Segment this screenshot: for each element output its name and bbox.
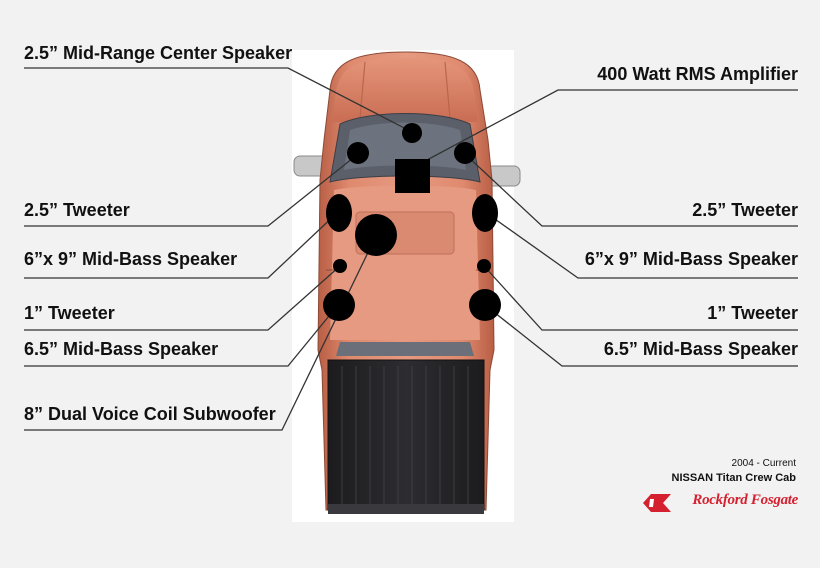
label-tweeter-right: 2.5” Tweeter xyxy=(692,200,798,220)
vehicle-years: 2004 - Current xyxy=(731,458,796,469)
vehicle-model: NISSAN Titan Crew Cab xyxy=(671,472,797,484)
label-mid-bass-65-right: 6.5” Mid-Bass Speaker xyxy=(603,339,798,359)
rockford-logo-icon xyxy=(643,494,671,512)
speaker-markers xyxy=(323,123,501,321)
label-mid-range-center: 2.5” Mid-Range Center Speaker xyxy=(24,43,293,63)
tweeter-left-marker xyxy=(347,142,369,164)
label-tweeter-1-right: 1” Tweeter xyxy=(707,303,798,323)
subwoofer-marker xyxy=(355,214,397,256)
mid-bass-6x9-right-marker xyxy=(472,194,498,232)
tweeter-right-marker xyxy=(454,142,476,164)
label-mid-bass-6x9-left: 6”x 9” Mid-Bass Speaker xyxy=(24,249,238,269)
mid-range-center-marker xyxy=(402,123,422,143)
label-tweeter-1-left: 1” Tweeter xyxy=(24,303,115,323)
amplifier-marker xyxy=(395,159,430,193)
mid-bass-65-left-marker xyxy=(323,289,355,321)
label-amplifier: 400 Watt RMS Amplifier xyxy=(597,64,798,84)
truck-illustration xyxy=(292,50,521,522)
mid-bass-65-right-marker xyxy=(469,289,501,321)
mid-bass-6x9-left-marker xyxy=(326,194,352,232)
tweeter-1-right-marker xyxy=(477,259,491,273)
label-mid-bass-6x9-right: 6”x 9” Mid-Bass Speaker xyxy=(584,249,798,269)
label-mid-bass-65-left: 6.5” Mid-Bass Speaker xyxy=(24,339,219,359)
label-subwoofer: 8” Dual Voice Coil Subwoofer xyxy=(24,404,276,424)
label-tweeter-left: 2.5” Tweeter xyxy=(24,200,130,220)
brand-name: Rockford Fosgate xyxy=(692,492,798,508)
tweeter-1-left-marker xyxy=(333,259,347,273)
